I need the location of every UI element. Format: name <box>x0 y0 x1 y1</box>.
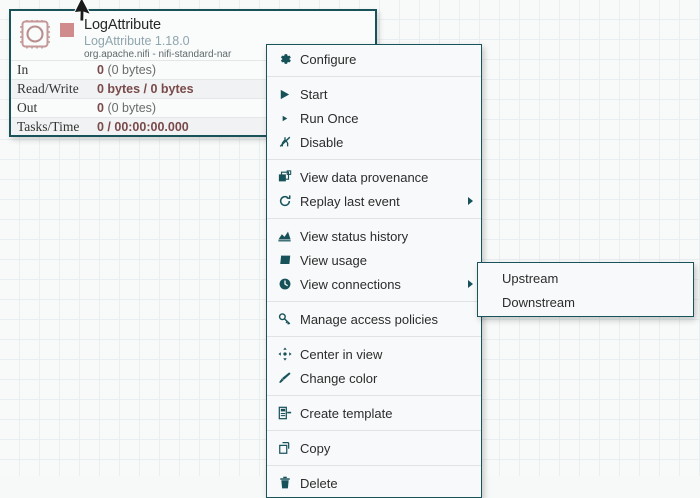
provenance-icon <box>276 169 293 186</box>
chevron-right-icon <box>468 197 473 205</box>
menu-item-label: Copy <box>300 440 331 456</box>
stat-row: In 0 (0 bytes) <box>11 60 375 79</box>
menu-item-label: Change color <box>300 370 378 386</box>
stat-label-read-write: Read/Write <box>17 81 79 96</box>
menu-separator <box>267 218 481 219</box>
disable-icon <box>276 134 293 151</box>
menu-item-label: Start <box>300 86 328 102</box>
menu-item-label: Disable <box>300 134 344 150</box>
menu-item-label: View data provenance <box>300 169 429 185</box>
menu-item-label: Center in view <box>300 346 383 362</box>
processor-run-status-indicator <box>60 23 74 37</box>
processor-context-menu[interactable]: Configure Start Run Once <box>266 44 482 498</box>
stat-detail: (0 bytes) <box>107 63 157 77</box>
menu-item-label: Configure <box>300 51 357 67</box>
menu-item-create-template[interactable]: Create template <box>267 401 481 425</box>
play-icon <box>276 86 293 103</box>
brush-icon <box>276 370 293 387</box>
menu-item-center-in-view[interactable]: Center in view <box>267 342 481 366</box>
processor-bundle: org.apache.nifi - nifi-standard-nar <box>84 49 232 61</box>
stat-label-out: Out <box>17 100 38 115</box>
submenu-item-downstream[interactable]: Downstream <box>478 290 693 314</box>
menu-group-policies: Manage access policies <box>267 305 481 333</box>
chart-icon <box>276 228 293 245</box>
submenu-item-label: Upstream <box>502 270 559 286</box>
trash-icon <box>276 475 293 492</box>
menu-item-label: View status history <box>300 228 409 244</box>
center-icon <box>276 346 293 363</box>
menu-item-manage-access-policies[interactable]: Manage access policies <box>267 307 481 331</box>
processor-header: LogAttribute LogAttribute 1.18.0 org.apa… <box>11 11 375 60</box>
menu-item-change-color[interactable]: Change color <box>267 366 481 390</box>
stat-label-in: In <box>17 62 29 77</box>
menu-item-label: Replay last event <box>300 193 400 209</box>
stat-value-tasks-time: 0 / 00:00:00.000 <box>97 120 189 134</box>
menu-item-view-usage[interactable]: View usage <box>267 248 481 272</box>
menu-item-view-connections[interactable]: View connections <box>267 272 481 296</box>
book-icon <box>276 252 293 269</box>
menu-item-run-once[interactable]: Run Once <box>267 106 481 130</box>
menu-item-delete[interactable]: Delete <box>267 471 481 495</box>
processor-icon <box>19 19 51 50</box>
replay-icon <box>276 193 293 210</box>
stat-number: 0 <box>97 63 104 77</box>
menu-item-label: Delete <box>300 475 338 491</box>
menu-separator <box>267 76 481 77</box>
menu-group-view: View status history View usage <box>267 222 481 298</box>
template-icon <box>276 405 293 422</box>
menu-item-configure[interactable]: Configure <box>267 47 481 71</box>
menu-item-copy[interactable]: Copy <box>267 436 481 460</box>
play-small-icon <box>276 110 293 127</box>
stat-value-in: 0 (0 bytes) <box>97 63 156 77</box>
menu-group-layout: Center in view Change color <box>267 340 481 392</box>
copy-icon <box>276 440 293 457</box>
menu-separator <box>267 465 481 466</box>
menu-item-view-status-history[interactable]: View status history <box>267 224 481 248</box>
key-icon <box>276 311 293 328</box>
menu-separator <box>267 159 481 160</box>
menu-group-configure: Configure <box>267 45 481 73</box>
processor-name: LogAttribute <box>84 17 161 33</box>
menu-item-label: View usage <box>300 252 367 268</box>
menu-item-label: View connections <box>300 276 401 292</box>
menu-separator <box>267 336 481 337</box>
gear-icon <box>276 51 293 68</box>
submenu-item-upstream[interactable]: Upstream <box>478 266 693 290</box>
menu-group-provenance: View data provenance Replay last event <box>267 163 481 215</box>
stat-value-out: 0 (0 bytes) <box>97 101 156 115</box>
stat-number: 0 <box>97 101 104 115</box>
processor-type-version: LogAttribute 1.18.0 <box>84 33 190 48</box>
stat-detail: (0 bytes) <box>107 101 157 115</box>
menu-item-label: Create template <box>300 405 393 421</box>
view-connections-submenu[interactable]: Upstream Downstream <box>477 262 694 317</box>
menu-item-start[interactable]: Start <box>267 82 481 106</box>
menu-item-view-data-provenance[interactable]: View data provenance <box>267 165 481 189</box>
stat-row: Out 0 (0 bytes) <box>11 98 375 117</box>
chevron-right-icon <box>468 280 473 288</box>
menu-separator <box>267 301 481 302</box>
submenu-list: Upstream Downstream <box>478 263 693 314</box>
stat-value-read-write: 0 bytes / 0 bytes <box>97 82 194 96</box>
processor-titles: LogAttribute LogAttribute 1.18.0 org.apa… <box>84 17 367 61</box>
menu-item-label: Run Once <box>300 110 359 126</box>
stat-label-tasks-time: Tasks/Time <box>17 119 80 134</box>
connections-icon <box>276 276 293 293</box>
submenu-item-label: Downstream <box>502 294 575 310</box>
menu-group-copy: Copy <box>267 434 481 462</box>
menu-separator <box>267 430 481 431</box>
menu-item-disable[interactable]: Disable <box>267 130 481 154</box>
menu-group-delete: Delete <box>267 469 481 497</box>
menu-item-replay-last-event[interactable]: Replay last event <box>267 189 481 213</box>
menu-separator <box>267 395 481 396</box>
menu-group-lifecycle: Start Run Once Disable <box>267 80 481 156</box>
menu-group-template: Create template <box>267 399 481 427</box>
menu-item-label: Manage access policies <box>300 311 439 327</box>
